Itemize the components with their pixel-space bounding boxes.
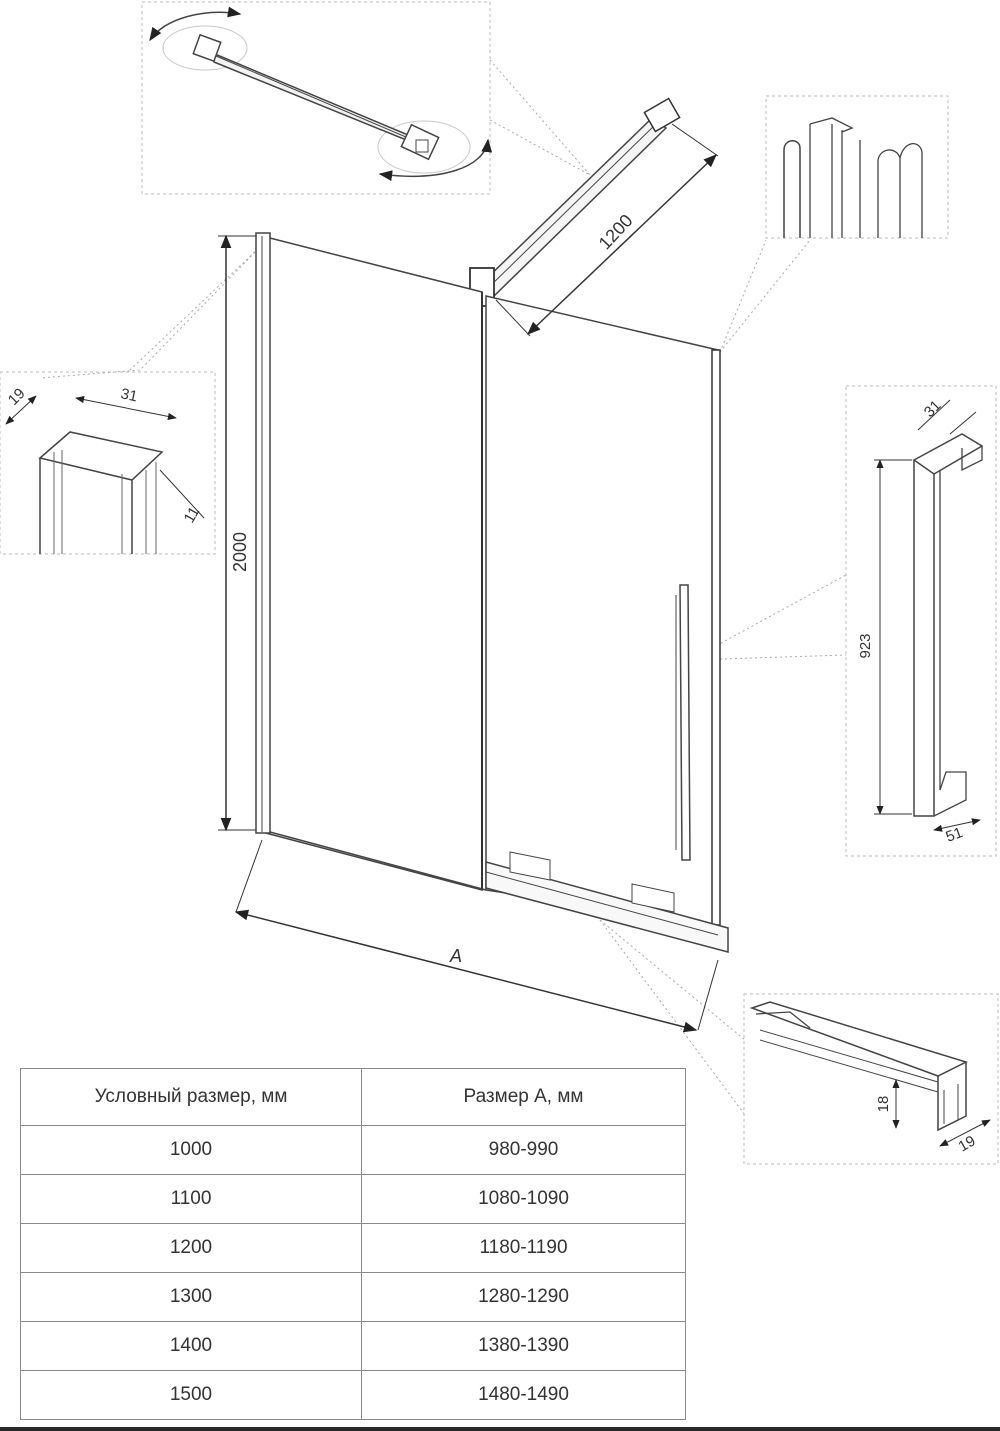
table-cell: 1180-1190 xyxy=(361,1223,686,1273)
table-row: 1400 1380-1390 xyxy=(20,1321,686,1371)
handle-height-label: 923 xyxy=(857,633,874,658)
handle-top-label: 31 xyxy=(921,397,945,421)
table-row: 1000 980-990 xyxy=(20,1125,686,1175)
table-cell: 1480-1490 xyxy=(361,1370,686,1420)
table-header-row: Условный размер, мм Размер A, мм xyxy=(20,1068,686,1126)
handle-bottom-label: 51 xyxy=(944,824,965,846)
table-cell: 1080-1090 xyxy=(361,1174,686,1224)
wall-profile-detail: 19 31 11 xyxy=(0,371,216,555)
width-a-label: A xyxy=(449,946,462,966)
table-row: 1300 1280-1290 xyxy=(20,1272,686,1322)
rail-height-label: 18 xyxy=(875,1096,892,1113)
height-label: 2000 xyxy=(230,532,250,572)
dimension-bar-length: 1200 xyxy=(495,123,719,337)
table-row: 1200 1180-1190 xyxy=(20,1223,686,1273)
bottom-border xyxy=(0,1427,1000,1431)
table-cell: 1100 xyxy=(20,1174,362,1224)
handle-detail: 923 31 51 xyxy=(845,385,997,857)
column-header-size-a: Размер A, мм xyxy=(361,1068,686,1126)
profile-top-a-label: 19 xyxy=(5,385,29,409)
table-cell: 1300 xyxy=(20,1272,362,1322)
table-row: 1500 1480-1490 xyxy=(20,1370,686,1420)
bar-length-label: 1200 xyxy=(595,210,637,253)
stabilizer-bar-detail xyxy=(141,1,493,195)
table-cell: 1000 xyxy=(20,1125,362,1175)
table-cell: 980-990 xyxy=(361,1125,686,1175)
rail-profile-detail: 18 19 xyxy=(743,993,999,1165)
shower-door-assembly xyxy=(255,97,729,953)
rail-width-label: 19 xyxy=(956,1132,979,1155)
table-cell: 1380-1390 xyxy=(361,1321,686,1371)
dimension-width-a: A xyxy=(234,839,719,1033)
table-row: 1100 1080-1090 xyxy=(20,1174,686,1224)
table-cell: 1280-1290 xyxy=(361,1272,686,1322)
table-cell: 1200 xyxy=(20,1223,362,1273)
table-cell: 1500 xyxy=(20,1370,362,1420)
seal-profile-detail xyxy=(765,95,949,239)
column-header-nominal-size: Условный размер, мм xyxy=(20,1068,362,1126)
table-cell: 1400 xyxy=(20,1321,362,1371)
dimension-height: 2000 xyxy=(218,234,256,832)
profile-top-c-label: 11 xyxy=(181,504,204,526)
size-table: Условный размер, мм Размер A, мм 1000 98… xyxy=(20,1068,686,1420)
profile-top-b-label: 31 xyxy=(119,385,139,405)
